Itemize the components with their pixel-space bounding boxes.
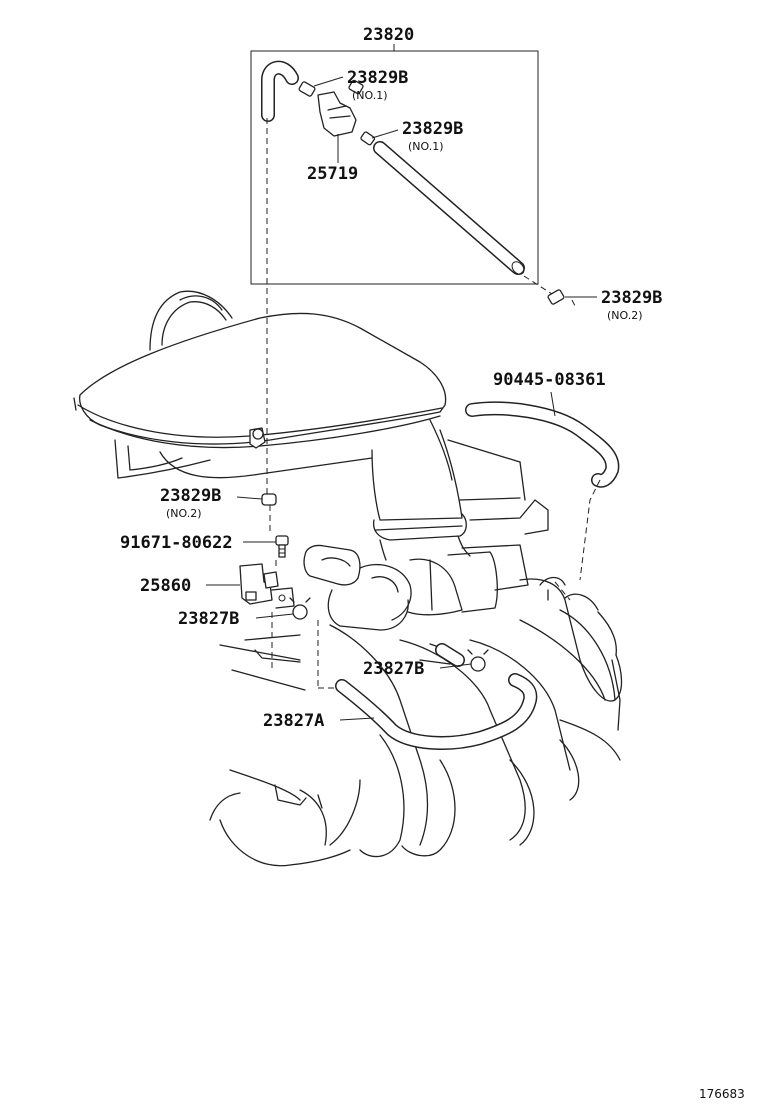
clamp-no2-right <box>547 289 565 305</box>
label-clamp-top-right-sub: (NO.1) <box>408 140 444 153</box>
label-clamp-top-left: 23829B <box>347 68 408 88</box>
label-clamp-right-sub: (NO.2) <box>607 309 643 322</box>
label-clamp-top-right: 23829B <box>402 119 463 139</box>
label-clamp-right: 23829B <box>601 288 662 308</box>
vsv-25860 <box>239 563 295 609</box>
clamp-23827b-mid <box>467 649 489 672</box>
part-labels: 23820 23829B (NO.1) 23829B (NO.1) 25719 … <box>120 25 745 1101</box>
engine-outline <box>73 290 623 867</box>
label-bolt-91671: 91671-80622 <box>120 533 233 553</box>
label-23820: 23820 <box>363 25 414 45</box>
hose-90445 <box>465 401 620 488</box>
label-hose-23827a: 23827A <box>263 711 324 731</box>
label-clamp-lower-left: 23827B <box>178 609 239 629</box>
assembly-box <box>250 44 539 285</box>
hose-stub-mid <box>435 643 465 667</box>
clamp-23827b-left <box>289 597 311 620</box>
label-clamp-lower-mid: 23827B <box>363 659 424 679</box>
label-clamp-top-left-sub: (NO.1) <box>352 89 388 102</box>
hose-no1-left <box>261 60 299 122</box>
clamp-no2-left <box>261 493 277 506</box>
valve-25719 <box>317 79 364 137</box>
label-valve-25719: 25719 <box>307 164 358 184</box>
label-hose-90445: 90445-08361 <box>493 370 606 390</box>
label-vsv-25860: 25860 <box>140 576 191 596</box>
clamp-no1-left <box>298 81 316 97</box>
label-clamp-mid-left: 23829B <box>160 486 221 506</box>
hose-23827a <box>335 673 538 750</box>
bolt-91671 <box>275 535 289 558</box>
hose-diagonal <box>373 141 525 275</box>
connection-dashes <box>266 118 601 689</box>
leader-lines <box>206 76 597 721</box>
figure-number: 176683 <box>699 1087 745 1101</box>
clamp-no1-right <box>360 131 376 146</box>
label-clamp-mid-left-sub: (NO.2) <box>166 507 202 520</box>
